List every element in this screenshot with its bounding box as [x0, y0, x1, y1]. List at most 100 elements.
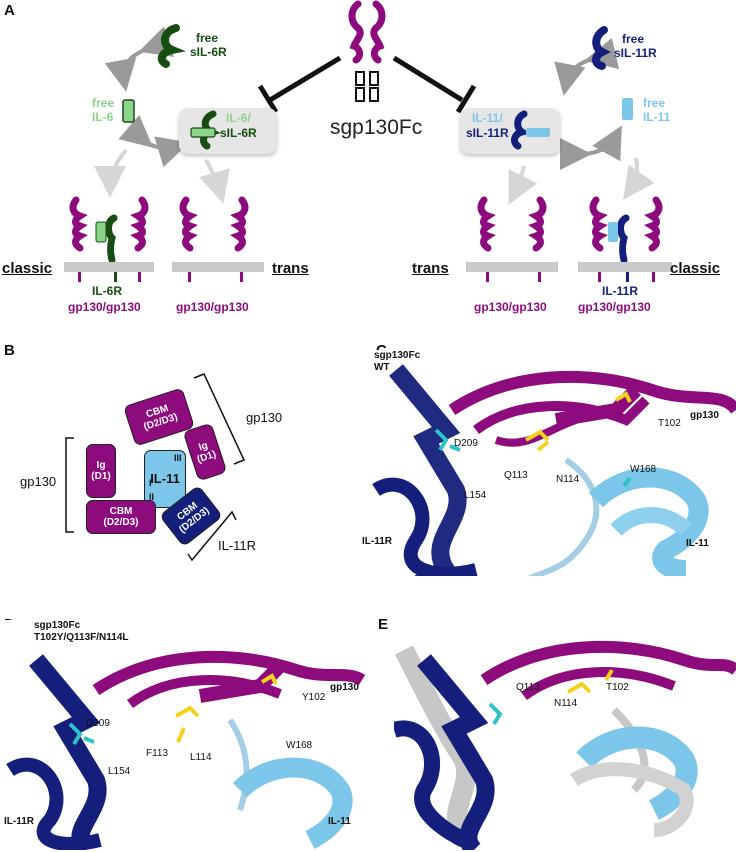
d-il11r-label: IL-11R — [4, 816, 35, 827]
ig-left-domain: Ig (D1) — [86, 444, 116, 498]
il6-sil6r-complex-icon — [190, 110, 222, 150]
trans-right-label: trans — [412, 260, 449, 277]
gp130-label-4: gp130/gp130 — [578, 300, 651, 314]
c-d209-label: D209 — [454, 438, 478, 449]
equilibrium-arrow-left-2 — [118, 114, 190, 168]
arrow-to-trans-right — [508, 165, 538, 205]
trans-left-label: trans — [272, 260, 309, 277]
structure-d-image: sgp130Fc T102Y/Q113F/N114L D209 F113 L11… — [0, 620, 366, 850]
sgp130fc-label: sgp130Fc — [330, 116, 423, 139]
d-f113-label: F113 — [146, 748, 169, 759]
c-w168-label: W168 — [630, 464, 657, 475]
il6-sil6r-complex-box — [179, 108, 277, 154]
sgp130fc-dimer-icon — [348, 0, 386, 102]
gp130-top-label: gp130 — [246, 410, 283, 425]
free-il11-label-1: free — [643, 96, 666, 110]
d-il11-label: IL-11 — [328, 816, 351, 827]
e-n114-label: N114 — [554, 698, 578, 709]
il11-sil11r-complex-icon — [511, 110, 550, 150]
panel-a-graphics — [94, 0, 655, 205]
site-iii-label: III — [174, 453, 182, 463]
d-w168-label: W168 — [286, 740, 313, 751]
gp130-label-3: gp130/gp130 — [474, 300, 547, 314]
tm-stick — [78, 272, 81, 282]
free-sil6r-icon — [157, 24, 186, 68]
equilibrium-arrow-left-1 — [104, 26, 175, 92]
free-il6-label-2: IL-6 — [92, 110, 114, 124]
ig-right-label-2: (D1) — [195, 448, 218, 466]
equilibrium-arrow-right-1 — [554, 37, 620, 96]
cbm-bottom-label-1: CBM — [109, 505, 133, 517]
ig-left-label-1: Ig — [96, 459, 106, 471]
d-d209-label: D209 — [86, 718, 110, 729]
d-title-1: sgp130Fc — [34, 620, 81, 631]
arrow-to-classic-left — [94, 148, 128, 198]
tm-stick — [240, 272, 243, 282]
panel-letter-e: E — [378, 616, 389, 633]
tm-stick — [652, 272, 655, 282]
tm-stick — [114, 272, 117, 282]
il11-sil11r-complex-box — [460, 108, 560, 154]
c-gp130-label: gp130 — [690, 410, 719, 421]
site-i-label: I — [149, 478, 152, 488]
site-ii-label: II — [149, 492, 155, 502]
il11-domain-label: IL-11 — [150, 470, 180, 486]
d-l114-label: L114 — [190, 752, 212, 763]
il11-complex-label-1: IL-11/ — [472, 111, 503, 125]
structure-e-image: Q113 N114 T102 — [394, 620, 736, 850]
c-il11r-label: IL-11R — [362, 536, 393, 547]
il11-complex-label-2: sIL-11R — [466, 126, 509, 140]
membrane-trans-right — [466, 262, 558, 272]
c-title-1: sgp130Fc — [374, 350, 421, 361]
d-gp130-label: gp130 — [330, 682, 359, 693]
il6-complex-label-1: IL-6/ — [226, 111, 251, 125]
inhibition-bar-right-icon — [392, 55, 477, 114]
structure-d-graphics — [6, 650, 366, 850]
cbm-bottom-domain: CBM (D2/D3) — [86, 500, 156, 534]
tm-stick — [626, 272, 629, 282]
d-l154-label: L154 — [108, 766, 131, 777]
membrane-classic-right — [578, 262, 672, 272]
d-title-2: T102Y/Q113F/N114L — [34, 632, 129, 643]
structure-e-graphics — [394, 640, 736, 850]
c-title-2: WT — [374, 362, 390, 373]
il11-domain: IL-11 — [144, 450, 186, 508]
free-sil11r-label-2: sIL-11R — [614, 46, 657, 60]
panel-letter-b: B — [4, 342, 15, 359]
cbm-bottom-label-2: (D2/D3) — [103, 517, 139, 528]
free-il11-icon — [622, 98, 633, 120]
free-il6-label-1: free — [92, 96, 115, 110]
classic-left-label: classic — [2, 260, 53, 277]
gp130-label-2: gp130/gp130 — [176, 300, 249, 314]
c-il11-label: IL-11 — [686, 538, 709, 549]
tm-stick — [538, 272, 541, 282]
tm-stick — [598, 272, 601, 282]
free-sil11r-label-1: free — [622, 32, 645, 46]
e-q113-label: Q113 — [516, 682, 540, 693]
arrow-to-trans-left — [199, 159, 230, 204]
membrane-receptors — [69, 196, 663, 264]
free-sil6r-label-1: free — [196, 31, 219, 45]
structure-c-image: sgp130Fc WT D209 Q113 N114 T102 gp130 L1… — [356, 350, 736, 576]
free-sil11r-icon — [592, 26, 611, 70]
arrow-to-classic-right — [623, 157, 655, 200]
c-n114-label: N114 — [556, 474, 580, 485]
tm-stick — [486, 272, 489, 282]
d-y102-label: Y102 — [302, 692, 326, 703]
tm-stick — [188, 272, 191, 282]
e-t102-label: T102 — [606, 682, 629, 693]
gp130-label-1: gp130/gp130 — [68, 300, 141, 314]
free-sil6r-label-2: sIL-6R — [190, 45, 227, 59]
membrane-classic-left — [64, 262, 154, 272]
classic-right-label: classic — [670, 260, 721, 277]
il6-complex-label-2: sIL-6R — [220, 126, 257, 140]
ig-left-label-2: (D1) — [91, 471, 111, 482]
membrane-trans-left — [172, 262, 264, 272]
tm-stick — [138, 272, 141, 282]
il11r-label: IL-11R — [602, 284, 639, 298]
structure-c-graphics — [372, 364, 736, 576]
il6r-label: IL-6R — [92, 284, 122, 298]
il11r-bracket-label: IL-11R — [218, 538, 257, 553]
free-il11-label-2: IL-11 — [643, 110, 671, 124]
